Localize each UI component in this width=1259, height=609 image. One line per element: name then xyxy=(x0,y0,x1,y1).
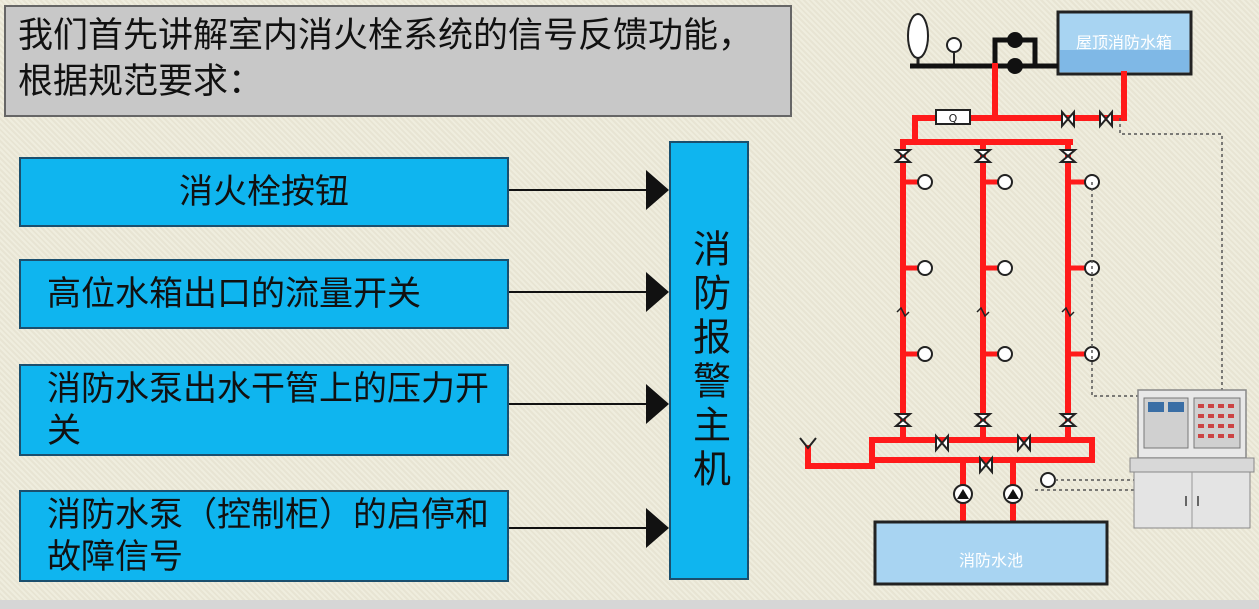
fire-pool xyxy=(873,520,1109,586)
signal-label: 消火栓按钮 xyxy=(179,172,349,212)
signal-box-tank-flow-switch: 高位水箱出口的流量开关 xyxy=(19,259,509,329)
host-label: 消防报警主机 xyxy=(686,228,731,493)
arrowhead-3 xyxy=(646,384,669,424)
pool-label: 消防水池 xyxy=(959,551,1023,570)
intro-text: 我们首先讲解室内消火栓系统的信号反馈功能，根据规范要求： xyxy=(18,16,754,102)
arrowhead-1 xyxy=(646,170,669,210)
valve-icons xyxy=(893,109,1113,475)
arrowhead-2 xyxy=(646,272,669,312)
signal-arrows xyxy=(509,170,669,548)
intro-text-box: 我们首先讲解室内消火栓系统的信号反馈功能，根据规范要求： xyxy=(4,5,792,117)
signal-box-pressure-switch: 消防水泵出水干管上的压力开关 xyxy=(19,364,509,456)
alarm-controller-cabinet xyxy=(1129,389,1255,529)
svg-text:Q: Q xyxy=(949,112,958,125)
booster-pump-1 xyxy=(1007,32,1023,48)
bottom-bar xyxy=(0,600,1259,609)
signal-label: 消防水泵出水干管上的压力开关 xyxy=(47,369,489,451)
pressure-switch-icon xyxy=(1040,472,1056,488)
signal-box-hydrant-button: 消火栓按钮 xyxy=(19,157,509,227)
signal-box-pump-status: 消防水泵（控制柜）的启停和故障信号 xyxy=(19,490,509,582)
signal-dashed-lines xyxy=(1035,118,1223,491)
roof-tank-label: 屋顶消防水箱 xyxy=(1076,33,1172,52)
flow-switch-icon xyxy=(935,109,971,125)
pressure-vessel xyxy=(907,13,929,59)
arrowhead-4 xyxy=(646,508,669,548)
hydrant-system-schematic: 屋顶消防水箱 xyxy=(799,10,1255,586)
signal-label: 消防水泵（控制柜）的启停和故障信号 xyxy=(47,495,489,577)
fire-alarm-host-box: 消防报警主机 xyxy=(669,141,749,580)
booster-pump-2 xyxy=(1007,58,1023,74)
drain-nozzle xyxy=(799,437,817,450)
signal-label: 高位水箱出口的流量开关 xyxy=(47,274,421,314)
gauge-icon xyxy=(946,37,962,53)
